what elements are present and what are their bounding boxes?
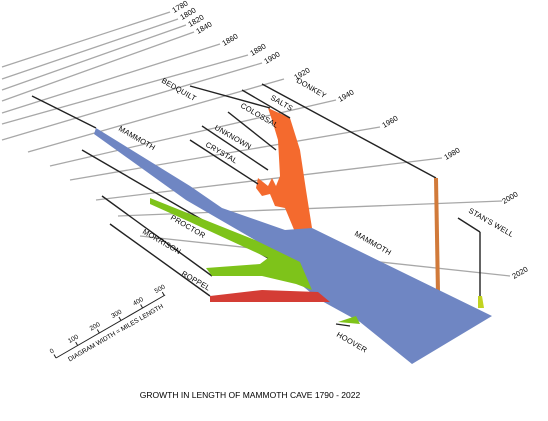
time-line-1940 [49,99,337,167]
roppel-branch [109,223,211,297]
scale-tick-0 [53,354,57,359]
proctor-branch-area [150,198,312,290]
time-line-1860 [1,43,221,114]
hoover-branch-area [338,316,360,324]
time-line-1900 [1,62,263,141]
salts-branch-area [256,108,312,232]
label-morrison: MORRISON [141,227,183,256]
label-bedquilt: BEDQUILT [160,76,198,103]
unknown-branch [201,125,269,171]
time-line-1840 [1,31,195,102]
year-1880: 1880 [249,42,268,58]
scale-tick-500 [161,291,165,296]
time-line-1780 [1,11,171,68]
year-2020: 2020 [511,265,530,281]
scale-label-0: 0 [49,347,56,355]
diagram-title: GROWTH IN LENGTH OF MAMMOTH CAVE 1790 - … [140,390,361,400]
label-hoover: HOOVER [335,330,369,355]
scale-tick-300 [118,316,122,321]
colossal-branch [227,111,277,151]
label-salts: SALTS [269,93,294,113]
mammoth-branch-area [94,128,492,364]
stans-well-area [478,296,484,308]
year-1960: 1960 [381,114,400,130]
crystal-branch [189,139,259,185]
scale-tick-400 [140,304,144,309]
scale-tick-100 [75,341,79,346]
morrison-branch [101,195,213,277]
label-stans-well: STAN'S WELL [467,206,515,239]
scale-label-200: 200 [89,321,102,333]
donkey-branch [261,83,437,179]
time-line-1820 [1,24,187,91]
upper-mammoth-branch [31,95,97,129]
time-line-1880 [1,54,249,125]
scale-label-500: 500 [154,283,167,295]
bedquilt-branch [189,85,271,109]
scale-label-300: 300 [110,308,123,320]
year-2000: 2000 [501,190,520,206]
donkey-drop [434,178,440,296]
time-line-1800 [1,18,179,80]
time-line-1960 [69,126,381,181]
scale-bar: 0 100 200 300 400 500 DIAGRAM WIDTH = MI… [49,283,167,363]
roppel-branch-area [210,290,330,302]
scale-label-100: 100 [67,333,80,345]
year-1900: 1900 [263,50,282,66]
scale-label-400: 400 [132,296,145,308]
salts-branch [241,89,291,119]
time-line-1980 [95,157,443,201]
branches [31,83,492,364]
year-1980: 1980 [443,146,462,162]
hoover-branch [335,323,351,327]
scale-tick-200 [96,329,100,334]
scale-axis [55,294,166,359]
year-1940: 1940 [337,88,356,104]
year-1860: 1860 [221,32,240,48]
stans-well-branch [457,217,481,233]
time-line-1920 [27,78,285,153]
